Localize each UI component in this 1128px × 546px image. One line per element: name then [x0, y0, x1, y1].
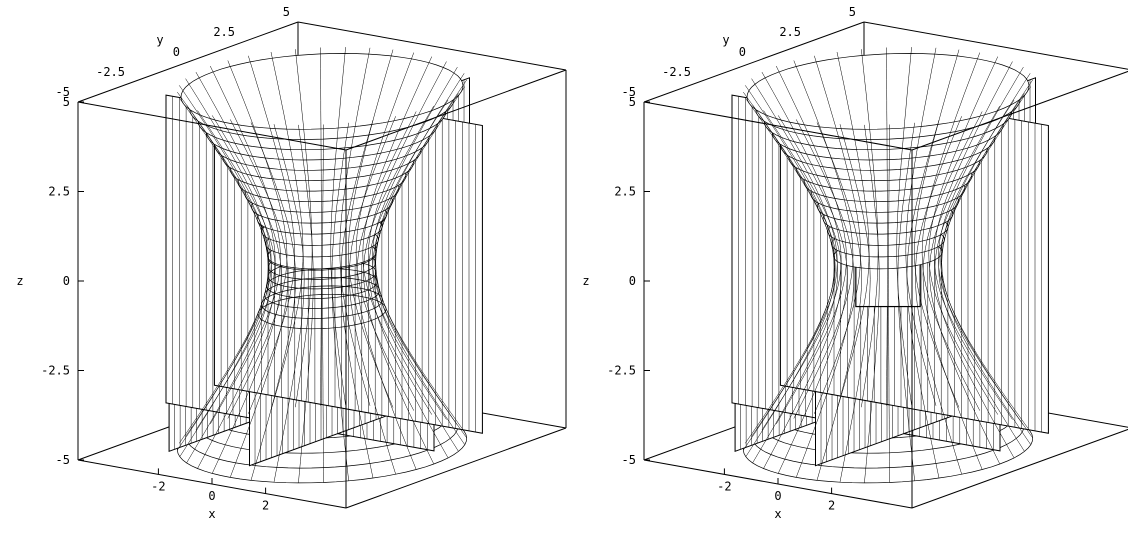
- y-tick-label: -5: [56, 85, 70, 99]
- z-tick-label: 5: [63, 95, 70, 109]
- x-tick-label: 2: [262, 499, 269, 513]
- plot-panel-right: -5 -2.5 0 2.5 5 -2 0 2 -5 -2.5 0 2.5 5 x y z: [582, 5, 1128, 521]
- surface: [165, 47, 483, 484]
- z-tick-label: 2.5: [614, 185, 636, 199]
- y-tick-label: 5: [283, 5, 290, 19]
- x-tick-label: 2: [828, 499, 835, 513]
- surface: [731, 47, 1049, 484]
- y-tick-label: 0: [173, 45, 180, 59]
- x-axis-label: x: [774, 507, 781, 521]
- z-axis-label: z: [582, 274, 589, 288]
- y-tick-label: -2.5: [662, 65, 691, 79]
- y-tick-label: 0: [739, 45, 746, 59]
- z-tick-label: -2.5: [607, 364, 636, 378]
- x-tick-label: 0: [208, 489, 215, 503]
- z-tick-label: 0: [629, 274, 636, 288]
- x-tick-label: -2: [717, 479, 731, 493]
- z-tick-label: -5: [56, 453, 70, 467]
- y-tick-label: 2.5: [213, 25, 235, 39]
- y-axis-label: y: [156, 33, 163, 47]
- z-axis-label: z: [16, 274, 23, 288]
- z-tick-label: 0: [63, 274, 70, 288]
- y-tick-label: 2.5: [779, 25, 801, 39]
- x-tick-label: 0: [774, 489, 781, 503]
- z-tick-label: -5: [622, 453, 636, 467]
- x-tick-label: -2: [151, 479, 165, 493]
- z-tick-label: -2.5: [41, 364, 70, 378]
- y-tick-label: -2.5: [96, 65, 125, 79]
- z-tick-label: 2.5: [48, 185, 70, 199]
- y-axis-label: y: [722, 33, 729, 47]
- x-axis-label: x: [208, 507, 215, 521]
- z-tick-label: 5: [629, 95, 636, 109]
- plot-panel-left: -5 -2.5 0 2.5 5 -2 0 2 -5 -2.5 0 2.5 5 x y z: [16, 5, 567, 521]
- y-tick-label: 5: [849, 5, 856, 19]
- y-tick-label: -5: [622, 85, 636, 99]
